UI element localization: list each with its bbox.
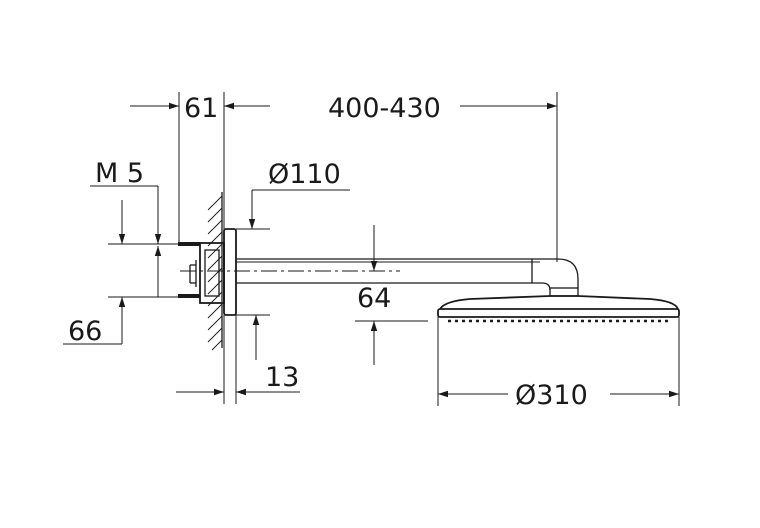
- shower-head: [437, 295, 680, 323]
- dim-height-offset: [355, 225, 428, 365]
- dim-arm-length: 400-430: [328, 93, 441, 124]
- dim-bracket-spacing-label: 66: [68, 316, 102, 347]
- dim-bracket-spacing: [63, 246, 178, 345]
- dim-head-diameter: [437, 317, 680, 406]
- dim-height-offset-label: 64: [357, 283, 391, 314]
- dim-thread: [90, 185, 178, 245]
- dim-flange-thickness-label: 13: [265, 362, 299, 393]
- dim-head-diameter-label: Ø310: [515, 380, 588, 411]
- dim-top-row: [130, 92, 558, 262]
- dim-wall-depth: 61: [184, 93, 218, 124]
- shower-arm: [236, 258, 579, 297]
- screw-bottom: [178, 294, 200, 298]
- wall-section: [207, 192, 223, 351]
- wall-hatching: [207, 195, 223, 351]
- dim-flange-diameter-label: Ø110: [268, 159, 341, 190]
- dim-flange-thickness: [176, 315, 300, 404]
- dim-thread-label: M 5: [95, 158, 144, 189]
- dim-flange-diameter: [236, 189, 350, 360]
- wall-flange: [223, 228, 237, 316]
- screw-top: [178, 242, 200, 246]
